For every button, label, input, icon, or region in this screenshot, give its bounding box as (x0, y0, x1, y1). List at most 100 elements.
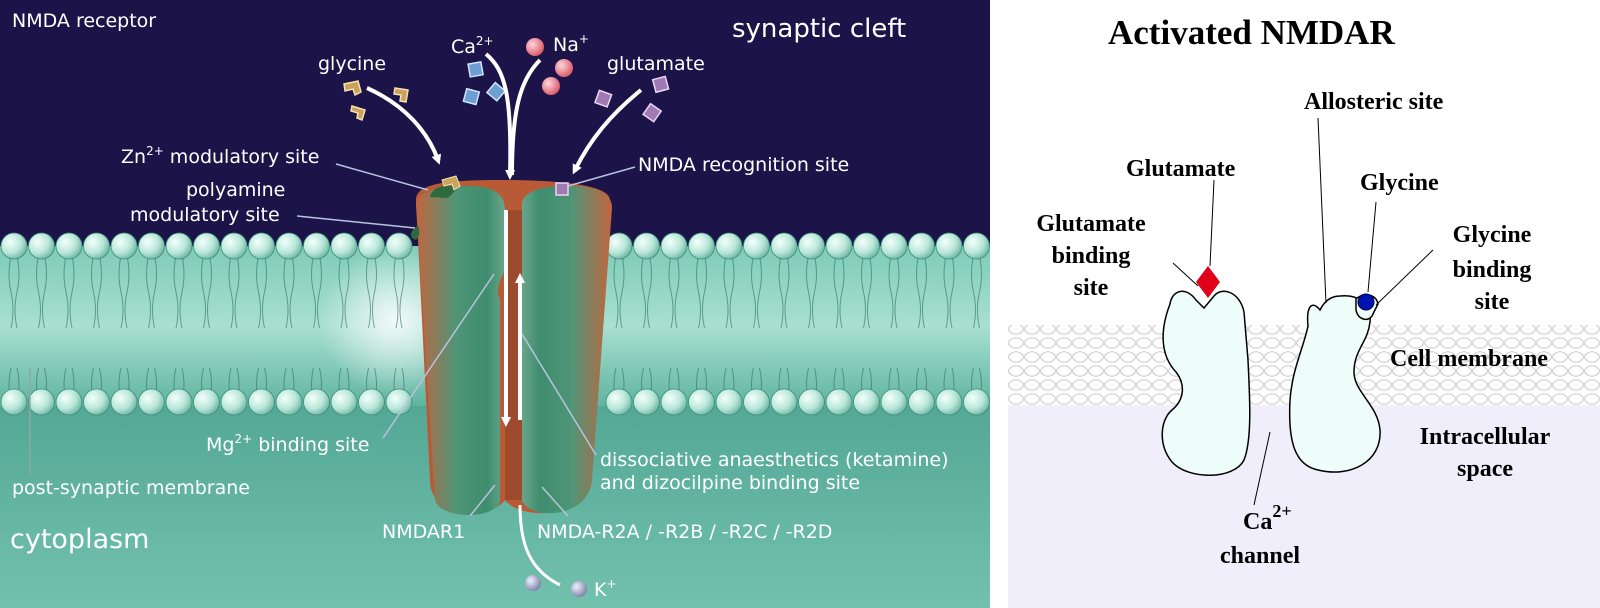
glutamate-label: glutamate (607, 53, 705, 75)
ca-channel-leader (1253, 431, 1271, 506)
lipid-tail (806, 255, 817, 401)
mg-leader (382, 273, 495, 439)
k-label: K+ (594, 577, 617, 601)
sodium-ion (555, 59, 573, 77)
lipid-head (110, 232, 138, 260)
nmda-recognition-label: NMDA recognition site (638, 154, 849, 176)
k-sup: + (606, 577, 616, 591)
lipid-head (358, 232, 385, 260)
lipid-head (220, 388, 248, 416)
lipid-head (963, 388, 990, 416)
glutamate-molecules (594, 75, 670, 123)
lipid-head (825, 388, 853, 416)
lipid-tail (888, 255, 900, 401)
schematic-title: Activated NMDAR (1108, 13, 1395, 52)
glutamate-binding-label-2: binding (1052, 243, 1131, 269)
lipid-head (83, 388, 110, 416)
sodium-ions (526, 38, 573, 95)
schematic-leader-lines (1172, 117, 1434, 506)
lipid-head (28, 232, 55, 260)
lipid-head (770, 232, 798, 260)
k-arrow (518, 504, 561, 587)
nmda-receptor-channel (410, 180, 612, 515)
lipid-tail (971, 255, 982, 401)
lipid-head (798, 232, 825, 260)
channel-label: channel (1220, 543, 1300, 569)
nmdar1-label: NMDAR1 (382, 521, 465, 543)
lipid-head (935, 232, 963, 260)
zn-rest: modulatory site (164, 146, 320, 168)
potassium-ion (571, 581, 587, 597)
mg-binding-label: Mg2+ binding site (206, 432, 369, 456)
lipid-head (275, 232, 303, 260)
lipid-head (963, 232, 990, 260)
dissociative-label-1: dissociative anaesthetics (ketamine) (600, 449, 949, 471)
polyamine-site-2 (410, 226, 420, 240)
lipid-head (55, 388, 83, 416)
lipid-heads-inner (0, 388, 990, 416)
left-subunit (1161, 290, 1251, 476)
lipid-head (880, 388, 908, 416)
glutamate-arrow (572, 88, 643, 175)
glycine-label: Glycine (1360, 170, 1439, 196)
activated-nmdar-schematic: Activated NMDAR Allosteric site Glutamat… (1008, 0, 1600, 608)
k-text: K (594, 579, 607, 601)
right-diagram-svg: Activated NMDAR Allosteric site Glutamat… (1008, 13, 1600, 608)
lipid-head (688, 388, 715, 416)
lipid-tail (91, 255, 102, 401)
glycine-arrow (366, 86, 442, 165)
glutamate-molecule (642, 102, 663, 123)
dissociative-leader (521, 333, 597, 456)
polyamine-site (430, 185, 458, 198)
glutamate-molecule (594, 89, 613, 108)
lipid-head (660, 232, 688, 260)
ca-label: Ca2+ (451, 34, 494, 58)
lipid-tail (393, 255, 405, 401)
lipid-tail (201, 255, 212, 401)
lipid-tail (641, 255, 652, 401)
calcium-ion (485, 81, 507, 102)
nmda-r2-subunit (522, 186, 612, 514)
lipid-head (853, 232, 880, 260)
cytoplasm-label: cytoplasm (10, 524, 149, 555)
lipid-head (110, 388, 138, 416)
lipid-tail (778, 255, 790, 401)
calcium-ion (462, 87, 481, 106)
na-label: Na+ (553, 32, 589, 56)
intracellular-label-1: Intracellular (1420, 424, 1551, 450)
lipid-head (605, 232, 633, 260)
ca-arrow (484, 52, 516, 180)
calcium-ion (467, 61, 484, 78)
lipid-tail (118, 255, 130, 401)
leader-lines (29, 163, 636, 517)
synaptic-cleft-label: synaptic cleft (732, 14, 906, 44)
lipid-head (935, 388, 963, 416)
lipid-head (193, 388, 220, 416)
lipid-tails (8, 255, 982, 401)
lipid-tail (668, 255, 680, 401)
left-diagram-svg: NMDA receptor synaptic cleft glycine Ca2… (0, 0, 990, 608)
lipid-head (193, 232, 220, 260)
lipid-tail (861, 255, 872, 401)
lipid-head (0, 232, 28, 260)
calcium-ions (462, 61, 507, 106)
intracellular-label-2: space (1457, 456, 1513, 482)
zn-leader (335, 163, 429, 191)
ca-text: Ca (1243, 509, 1272, 535)
lipid-tail (228, 255, 240, 401)
potassium-ions (525, 575, 587, 597)
lipid-head (660, 388, 688, 416)
lipid-tail (366, 255, 377, 401)
glycine-molecule (343, 80, 362, 97)
glycine-binding-label-3: site (1475, 289, 1510, 315)
glutamate-binding-leader (1172, 262, 1199, 287)
lipid-tail (613, 255, 625, 401)
right-subunit (1288, 295, 1381, 473)
nmdar1-subunit (416, 186, 505, 515)
lipid-tail (943, 255, 955, 401)
glycine-binding-label-2: binding (1453, 257, 1532, 283)
post-synaptic-label: post-synaptic membrane (12, 477, 250, 499)
lipid-head (83, 232, 110, 260)
lipid-head (715, 388, 743, 416)
polyamine-label-2: modulatory site (130, 204, 280, 226)
